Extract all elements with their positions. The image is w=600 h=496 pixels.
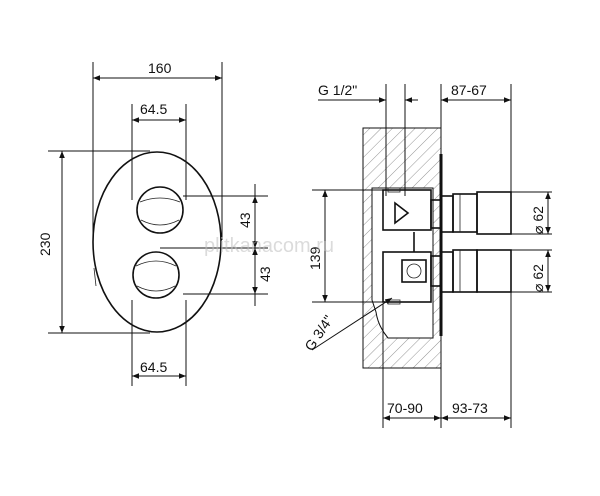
projection-bottom-label: 93-73 — [452, 400, 488, 416]
bottom-handle-width-label: 64.5 — [140, 359, 167, 375]
bottom-handle — [93, 251, 180, 299]
upper-diameter-label: ⌀ 62 — [530, 206, 546, 234]
dimension-bottom: 70-90 93-73 — [382, 292, 512, 428]
top-knob-profile — [430, 191, 512, 235]
outlet-thread-label: G 3/4" — [301, 312, 336, 353]
dimension-body-height: 139 — [307, 189, 383, 303]
body-height-label: 139 — [307, 246, 323, 270]
dimension-bottom-handle: 64.5 — [131, 300, 187, 386]
dimension-diameters: ⌀ 62 ⌀ 62 — [511, 191, 552, 293]
top-handle-width-label: 64.5 — [140, 101, 167, 117]
dimension-offsets: 43 43 — [160, 184, 273, 306]
dimension-projection-top: 87-67 — [440, 82, 512, 192]
height-label: 230 — [37, 232, 53, 256]
front-view: 160 64.5 230 43 43 — [37, 60, 273, 386]
dimension-top-handle: 64.5 — [131, 101, 187, 200]
projection-top-label: 87-67 — [451, 82, 487, 98]
top-handle — [136, 186, 184, 234]
width-label: 160 — [148, 60, 172, 76]
dimension-width: 160 — [92, 60, 223, 240]
dimension-inlet-thread: G 1/2" — [318, 82, 418, 196]
lower-offset-label: 43 — [257, 266, 273, 282]
bottom-knob-profile — [430, 249, 512, 293]
escutcheon-plate — [92, 151, 222, 333]
lower-diameter-label: ⌀ 62 — [530, 264, 546, 292]
side-view: G 1/2" 87-67 139 ⌀ 62 ⌀ 62 — [301, 82, 552, 428]
watermark-text: plitkanacom.ru — [204, 235, 334, 257]
wall-depth-label: 70-90 — [387, 400, 423, 416]
dimension-height: 230 — [37, 150, 150, 334]
upper-offset-label: 43 — [237, 212, 253, 228]
inlet-thread-label: G 1/2" — [318, 82, 357, 98]
